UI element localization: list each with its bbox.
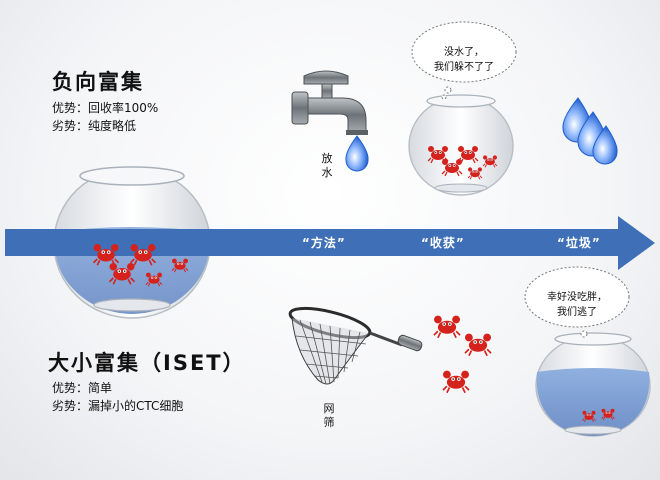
small-fishbowl — [535, 332, 651, 437]
negative-advantage: 优势：回收率100% — [52, 101, 159, 115]
water-drops-icon — [562, 97, 618, 165]
speech-bubble-top — [411, 21, 517, 100]
fishing-net-icon — [288, 306, 423, 385]
tap-label: 放 水 — [320, 152, 334, 180]
arrow-label-method: “方法” — [302, 236, 346, 250]
escaping-crabs — [433, 314, 492, 394]
size-enrichment-title: 大小富集（ISET） — [48, 351, 246, 375]
net-label-line2: 筛 — [323, 416, 335, 429]
negative-disadvantage: 劣势：纯度略低 — [52, 119, 137, 133]
arrow-label-waste: “垃圾” — [557, 236, 601, 250]
bubble-bottom-line2: 我们逃了 — [557, 307, 597, 318]
net-label-line1: 网 — [323, 402, 335, 415]
tap-label-line1: 放 — [321, 152, 333, 165]
faucet-icon — [291, 70, 368, 135]
size-disadvantage: 劣势：漏掉小的CTC细胞 — [52, 399, 184, 413]
speech-bubble-bottom — [524, 266, 630, 338]
bubble-top-text: 没水了， 我们躲不了了 — [419, 45, 509, 75]
negative-enrichment-title: 负向富集 — [52, 70, 144, 94]
size-advantage: 优势：简单 — [52, 381, 113, 395]
water-drop-icon — [345, 135, 369, 172]
bubble-bottom-line1: 幸好没吃胖， — [547, 292, 607, 303]
net-label: 网 筛 — [322, 402, 336, 430]
empty-fishbowl — [408, 94, 514, 196]
bubble-bottom-text: 幸好没吃胖， 我们逃了 — [532, 290, 622, 320]
bubble-top-line2: 我们躲不了了 — [434, 62, 494, 73]
arrow-label-harvest: “收获” — [421, 236, 465, 250]
bubble-top-line1: 没水了， — [444, 47, 484, 58]
tap-label-line2: 水 — [321, 166, 333, 179]
